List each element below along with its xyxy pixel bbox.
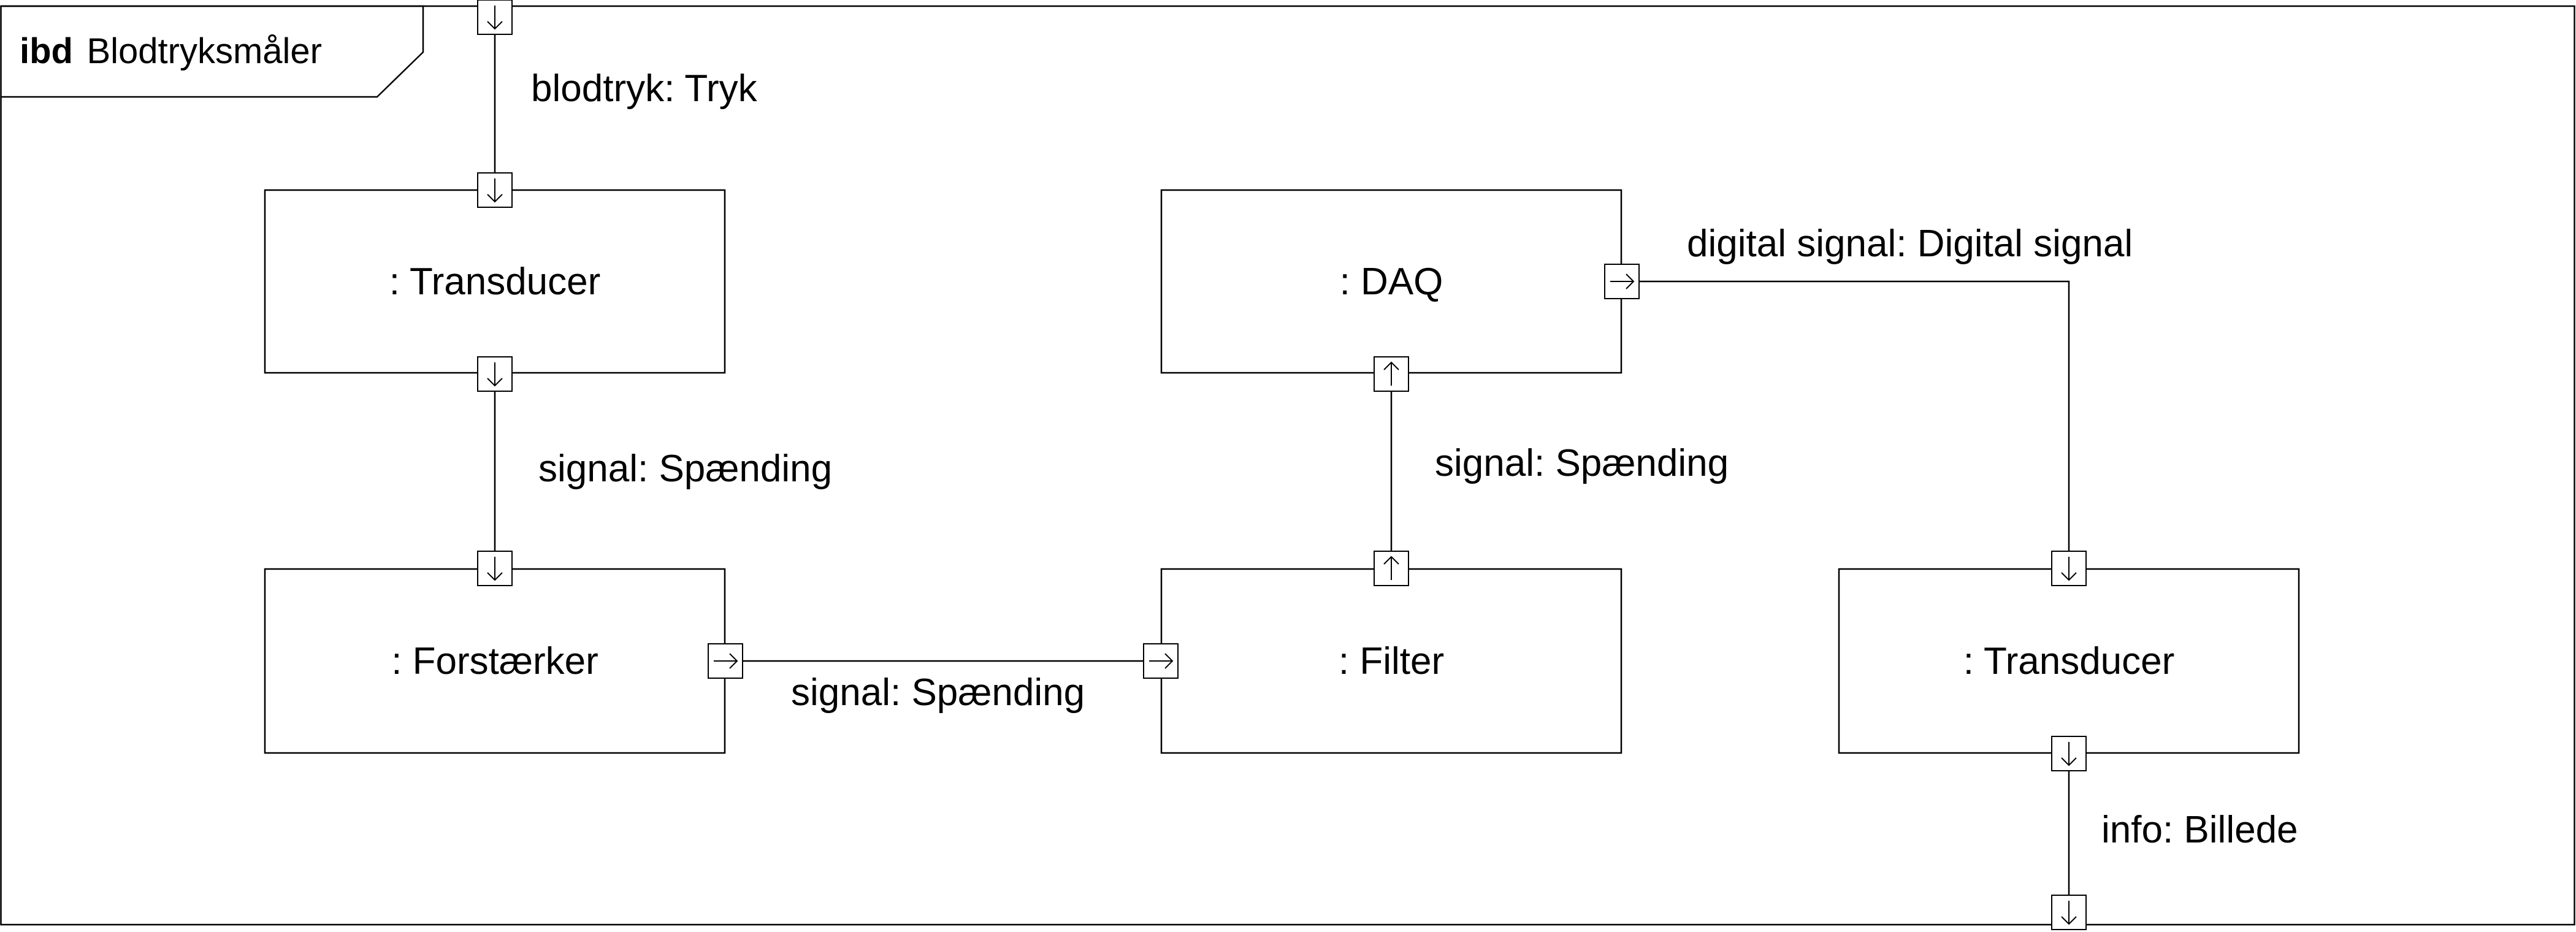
block-transducer-output-label: : Transducer [1963, 640, 2175, 682]
arrow-right-icon [714, 653, 738, 669]
flow-label-info: info: Billede [2101, 809, 2298, 851]
arrow-down-icon [487, 6, 503, 30]
arrow-up-icon [1383, 556, 1399, 580]
block-filter[interactable]: : Filter [1160, 568, 1622, 754]
flow-label-digital-signal: digital signal: Digital signal [1687, 223, 2133, 265]
arrow-down-icon [487, 178, 503, 203]
port-filter-out[interactable] [1374, 551, 1409, 586]
port-daq-out[interactable] [1604, 264, 1640, 299]
block-forstaerker-label: : Forstærker [391, 640, 598, 682]
arrow-down-icon [2061, 557, 2077, 581]
arrow-up-icon [1383, 361, 1399, 386]
block-daq[interactable]: : DAQ [1160, 189, 1622, 374]
port-transducer-input-out[interactable] [477, 356, 513, 392]
frame-header: ibd Blodtryksmåler [20, 31, 322, 71]
port-transducer-output-in[interactable] [2051, 551, 2087, 586]
port-frame-info[interactable] [2051, 895, 2087, 930]
block-transducer-input-label: : Transducer [389, 261, 601, 303]
block-daq-box [1160, 189, 1622, 374]
port-forstaerker-out[interactable] [708, 643, 743, 679]
block-transducer-output-box [1838, 568, 2300, 754]
flow-label-signal-forstaerker-filter: signal: Spænding [791, 671, 1085, 714]
frame-name: Blodtryksmåler [86, 31, 322, 71]
frame-header-tab [1, 5, 424, 98]
arrow-right-icon [1610, 273, 1635, 289]
port-transducer-input-in[interactable] [477, 172, 513, 208]
port-transducer-output-out[interactable] [2051, 736, 2087, 771]
diagram-frame [0, 5, 2575, 926]
block-forstaerker-box [264, 568, 726, 754]
flow-label-signal-filter-daq: signal: Spænding [1435, 442, 1729, 484]
block-filter-box [1160, 568, 1622, 754]
port-frame-blodtryk[interactable] [477, 0, 513, 35]
arrow-down-icon [487, 362, 503, 387]
arrow-down-icon [2061, 742, 2077, 766]
frame-kind: ibd [20, 31, 73, 71]
port-filter-in[interactable] [1143, 643, 1179, 679]
flow-label-blodtryk: blodtryk: Tryk [531, 67, 758, 110]
block-daq-label: : DAQ [1340, 261, 1443, 303]
connectors [494, 25, 2070, 895]
flow-label-signal-transducer-forstaerker: signal: Spænding [538, 448, 832, 490]
port-daq-in[interactable] [1374, 356, 1409, 392]
block-filter-label: : Filter [1339, 640, 1444, 682]
block-transducer-input[interactable]: : Transducer [264, 189, 726, 374]
block-forstaerker[interactable]: : Forstærker [264, 568, 726, 754]
arrow-right-icon [1149, 653, 1174, 669]
block-transducer-output[interactable]: : Transducer [1838, 568, 2300, 754]
port-forstaerker-in[interactable] [477, 551, 513, 586]
connector-daq-transducer [1639, 280, 2070, 551]
arrow-down-icon [487, 557, 503, 581]
arrow-down-icon [2061, 901, 2077, 925]
